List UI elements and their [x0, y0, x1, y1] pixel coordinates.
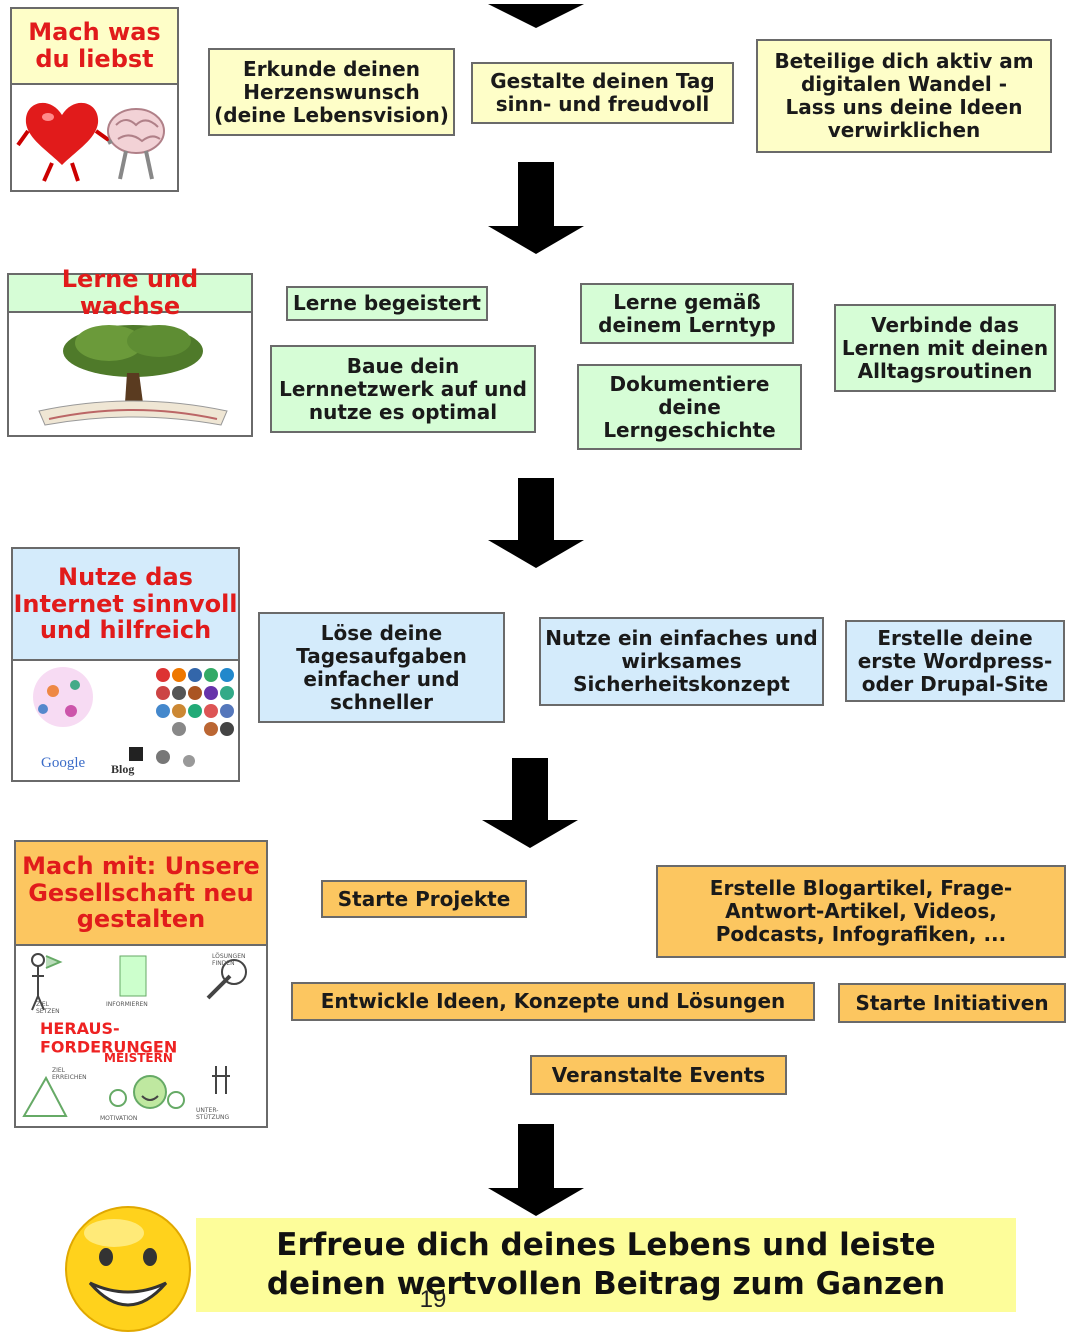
section2-item-lernnetzwerk: Baue dein Lernnetzwerk auf und nutze es …: [270, 345, 536, 433]
section3-item-wordpress: Erstelle deine erste Wordpress- oder Dru…: [845, 620, 1065, 702]
section3-title: Nutze das Internet sinnvoll und hilfreic…: [13, 549, 238, 661]
section4-item-blogartikel: Erstelle Blogartikel, Frage- Antwort-Art…: [656, 865, 1066, 958]
arrow-down-icon: [488, 162, 584, 254]
section1-item-tag-gestalten: Gestalte deinen Tag sinn- und freudvoll: [471, 62, 734, 124]
section1-item-digitaler-wandel: Beteilige dich aktiv am digitalen Wandel…: [756, 39, 1052, 153]
section4-item-initiativen: Starte Initiativen: [838, 983, 1066, 1023]
section2-panel: Lerne und wachse: [7, 266, 253, 437]
meistern-label: MEISTERN: [104, 1051, 173, 1065]
section4-item-projekte: Starte Projekte: [321, 880, 527, 918]
page-number: 19: [419, 1286, 447, 1313]
section3-item-sicherheitskonzept: Nutze ein einfaches und wirksames Sicher…: [539, 617, 824, 706]
section4-title: Mach mit: Unsere Gesellschaft neu gestal…: [16, 842, 266, 946]
informieren-label: INFORMIEREN: [106, 1001, 148, 1008]
google-logo-text: Google: [41, 755, 86, 771]
section2-item-lerntyp: Lerne gemäß deinem Lerntyp: [580, 283, 794, 344]
arrow-down-icon: [488, 4, 584, 28]
social-network-icon: Google Blog: [33, 667, 234, 776]
section2-item-lerngeschichte: Dokumentiere deine Lerngeschichte: [577, 364, 802, 450]
smiley-icon: [65, 1206, 191, 1332]
section4-panel: Mach mit: Unsere Gesellschaft neu gestal…: [14, 840, 268, 1128]
section1-title: Mach was du liebst: [12, 9, 177, 85]
section3-panel: Nutze das Internet sinnvoll und hilfreic…: [11, 547, 240, 782]
section2-item-alltagsroutinen: Verbinde das Lernen mit deinen Alltagsro…: [834, 304, 1056, 392]
section1-panel: Mach was du liebst: [10, 7, 179, 192]
section4-item-ideen: Entwickle Ideen, Konzepte und Lösungen: [291, 982, 815, 1021]
footer-message: Erfreue dich deines Lebens und leiste de…: [196, 1218, 1016, 1312]
section2-item-begeistert: Lerne begeistert: [286, 286, 488, 321]
arrow-down-icon: [488, 478, 584, 568]
tree-on-book-icon: [38, 325, 228, 426]
section3-item-tagesaufgaben: Löse deine Tagesaufgaben einfacher und s…: [258, 612, 505, 723]
motivation-label: MOTIVATION: [100, 1115, 137, 1122]
arrow-down-icon: [488, 1124, 584, 1216]
unterstuetzung-label: UNTER-STÜTZUNG: [196, 1107, 230, 1121]
arrow-down-icon: [482, 758, 578, 848]
challenges-label: HERAUS-FORDERUNGEN: [40, 1019, 177, 1056]
section2-title: Lerne und wachse: [9, 266, 251, 319]
heart-brain-icon: [16, 102, 165, 182]
section1-item-herzenswunsch: Erkunde deinen Herzenswunsch (deine Lebe…: [208, 48, 455, 136]
blog-logo-text: Blog: [111, 762, 134, 776]
section4-item-events: Veranstalte Events: [530, 1055, 787, 1095]
